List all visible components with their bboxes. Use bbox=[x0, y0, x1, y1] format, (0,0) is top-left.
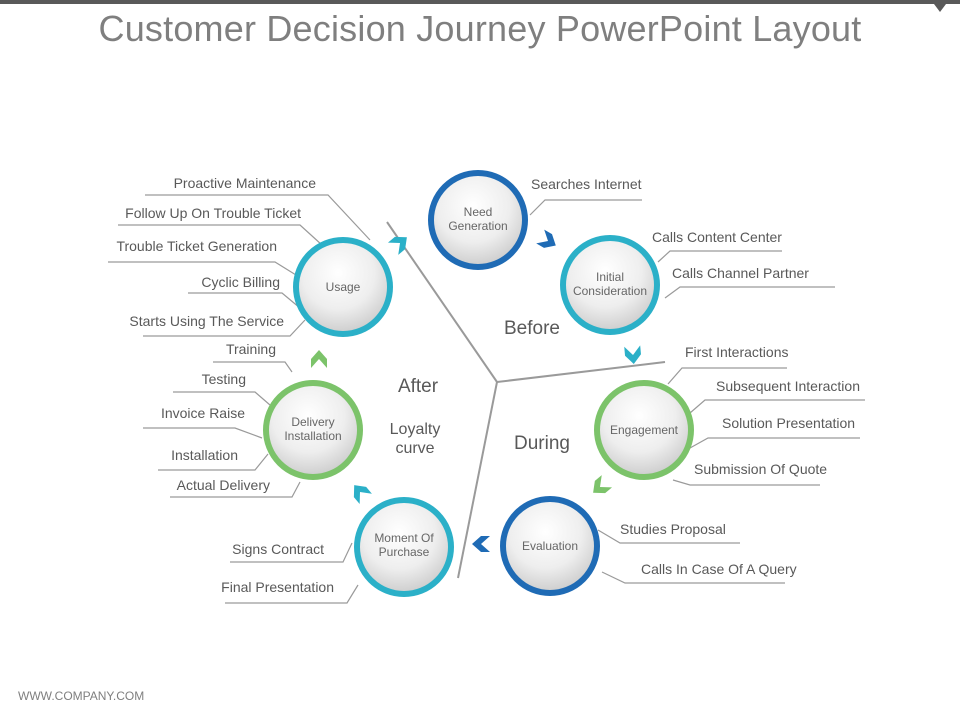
stage-usage: Usage bbox=[293, 237, 393, 337]
dropdown-arrow-icon bbox=[934, 4, 946, 12]
loyalty-label-2: curve bbox=[395, 440, 434, 457]
usage-circle bbox=[293, 237, 393, 337]
usage-label: Usage bbox=[326, 280, 361, 294]
label-first-interactions: First Interactions bbox=[685, 344, 788, 360]
label-signs-contract: Signs Contract bbox=[232, 541, 324, 557]
left-labels: Proactive Maintenance Follow Up On Troub… bbox=[116, 175, 334, 595]
divider-during-after bbox=[457, 381, 498, 579]
delivery-installation-label-1: Delivery bbox=[291, 415, 334, 429]
label-actual-delivery: Actual Delivery bbox=[177, 477, 270, 493]
page-title: Customer Decision Journey PowerPoint Lay… bbox=[98, 8, 862, 49]
label-starts-using: Starts Using The Service bbox=[129, 313, 284, 329]
stage-evaluation: Evaluation bbox=[500, 496, 600, 596]
label-cyclic-billing: Cyclic Billing bbox=[201, 274, 280, 290]
label-training: Training bbox=[226, 341, 276, 357]
evaluation-label: Evaluation bbox=[522, 539, 578, 553]
label-installation: Installation bbox=[171, 447, 238, 463]
need-generation-label-1: Need bbox=[464, 205, 493, 219]
top-bar bbox=[0, 0, 960, 4]
arrow-delivery-to-usage-icon bbox=[311, 350, 327, 368]
delivery-installation-circle bbox=[263, 380, 363, 480]
arrow-need-to-initial-icon bbox=[536, 229, 556, 248]
label-subsequent-interaction: Subsequent Interaction bbox=[716, 378, 860, 394]
label-proactive-maintenance: Proactive Maintenance bbox=[174, 175, 317, 191]
loyalty-label-1: Loyalty bbox=[390, 421, 441, 438]
zone-before-label: Before bbox=[504, 318, 560, 339]
delivery-installation-label-2: Installation bbox=[284, 429, 341, 443]
stage-delivery-installation: Delivery Installation bbox=[263, 380, 363, 480]
footer-website: WWW.COMPANY.COM bbox=[18, 689, 145, 703]
evaluation-circle bbox=[500, 496, 600, 596]
label-final-presentation: Final Presentation bbox=[221, 579, 334, 595]
need-generation-circle bbox=[428, 170, 528, 270]
stage-engagement: Engagement bbox=[594, 380, 694, 480]
engagement-circle bbox=[594, 380, 694, 480]
divider-before-after bbox=[386, 221, 498, 383]
label-solution-presentation: Solution Presentation bbox=[722, 415, 855, 431]
engagement-label: Engagement bbox=[610, 423, 679, 437]
right-labels: Searches Internet Calls Content Center C… bbox=[531, 176, 860, 577]
zone-after-label: After bbox=[398, 376, 439, 397]
label-follow-up: Follow Up On Trouble Ticket bbox=[125, 205, 301, 221]
moment-of-purchase-label-1: Moment Of bbox=[374, 531, 434, 545]
moment-of-purchase-circle bbox=[354, 497, 454, 597]
leader-lines-left bbox=[108, 194, 371, 604]
initial-consideration-label-1: Initial bbox=[596, 270, 624, 284]
label-searches-internet: Searches Internet bbox=[531, 176, 642, 192]
zone-during-label: During bbox=[514, 433, 570, 454]
moment-of-purchase-label-2: Purchase bbox=[379, 545, 430, 559]
label-calls-content: Calls Content Center bbox=[652, 229, 782, 245]
arrow-engagement-to-evaluation-icon bbox=[593, 475, 613, 494]
arrow-moment-to-delivery-icon bbox=[353, 485, 372, 505]
divider-before-during bbox=[496, 361, 666, 383]
label-trouble-ticket: Trouble Ticket Generation bbox=[116, 238, 277, 254]
initial-consideration-circle bbox=[560, 235, 660, 335]
arrow-evaluation-to-moment-icon bbox=[472, 536, 490, 552]
label-studies-proposal: Studies Proposal bbox=[620, 521, 726, 537]
label-calls-channel: Calls Channel Partner bbox=[672, 265, 809, 281]
stage-initial-consideration: Initial Consideration bbox=[560, 235, 660, 335]
initial-consideration-label-2: Consideration bbox=[573, 284, 647, 298]
zone-dividers bbox=[386, 221, 666, 579]
flow-arrows bbox=[311, 229, 641, 552]
leader-lines-right bbox=[529, 199, 865, 584]
label-testing: Testing bbox=[202, 371, 246, 387]
label-invoice-raise: Invoice Raise bbox=[161, 405, 245, 421]
stage-need-generation: Need Generation bbox=[428, 170, 528, 270]
label-calls-query: Calls In Case Of A Query bbox=[641, 561, 797, 577]
arrow-initial-to-engagement-icon bbox=[624, 345, 641, 364]
label-submission-quote: Submission Of Quote bbox=[694, 461, 827, 477]
stage-moment-of-purchase: Moment Of Purchase bbox=[354, 497, 454, 597]
arrow-usage-to-need-icon bbox=[387, 236, 407, 255]
need-generation-label-2: Generation bbox=[448, 219, 507, 233]
